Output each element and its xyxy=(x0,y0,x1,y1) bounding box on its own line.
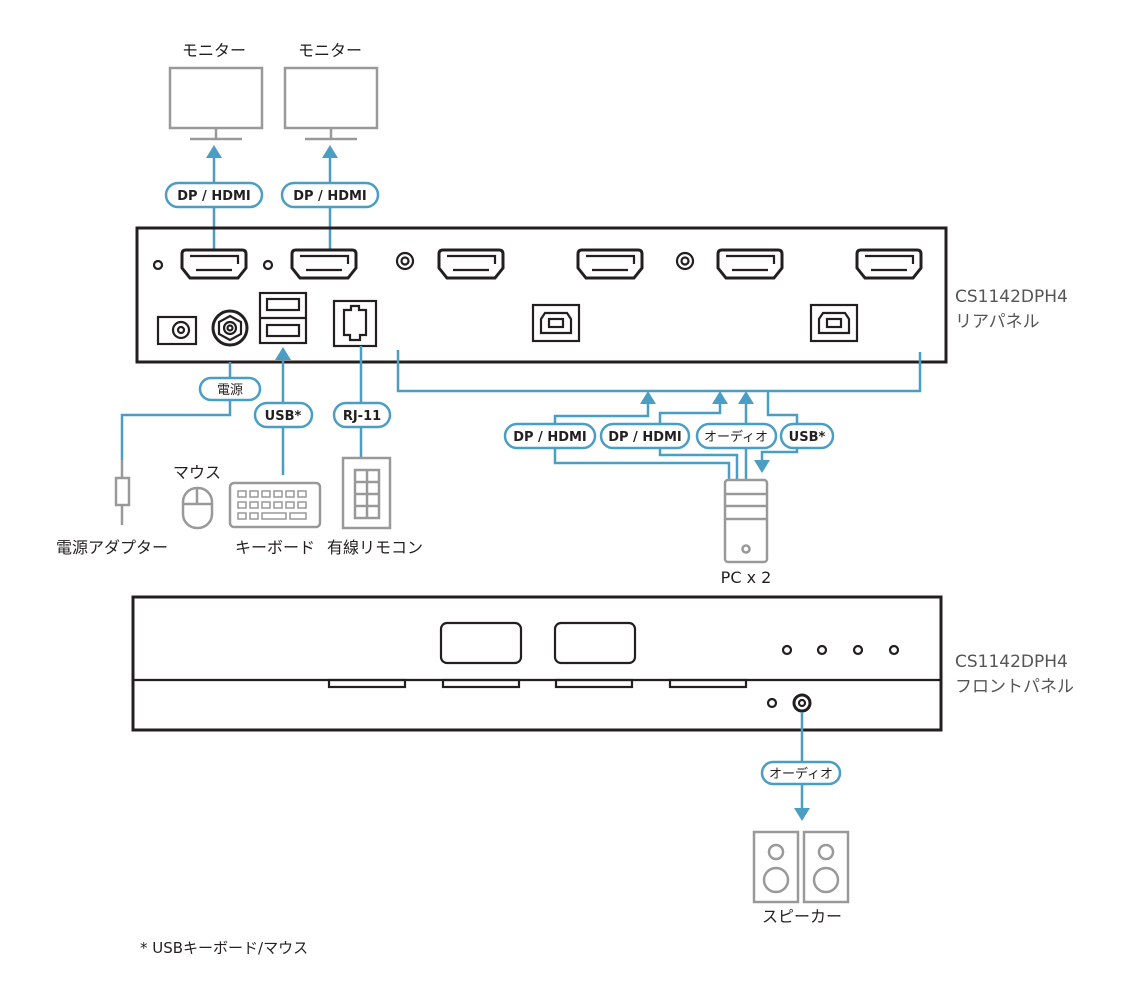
keyboard-label: キーボード xyxy=(235,538,315,557)
hdmi-port-icon xyxy=(437,248,505,280)
button-icon xyxy=(327,678,407,689)
speaker-connection: オーディオ xyxy=(760,712,842,821)
monitor-connection-1: DP / HDMI xyxy=(164,145,264,250)
monitor-1: モニター xyxy=(168,41,264,141)
pc-connections: DP / HDMI DP / HDMI オーディオ USB* xyxy=(396,350,922,480)
led-icon xyxy=(781,644,793,656)
monitor-label: モニター xyxy=(182,41,246,60)
led-icon xyxy=(888,644,900,656)
footnote: * USBキーボード/マウス xyxy=(140,939,308,957)
led-icon xyxy=(766,697,778,709)
audio-jack-icon xyxy=(395,251,415,271)
monitor-2: モニター xyxy=(283,41,379,141)
pc: PC x 2 xyxy=(721,478,772,587)
pill-label: DP / HDMI xyxy=(177,189,251,204)
rear-panel xyxy=(135,226,948,364)
power-connection: 電源 xyxy=(120,362,262,460)
led-icon xyxy=(262,259,274,271)
pill-label: オーディオ xyxy=(704,429,768,445)
pill-label: USB* xyxy=(789,430,826,445)
hdmi-port-icon xyxy=(576,248,644,280)
pill-label: オーディオ xyxy=(769,766,833,782)
led-icon xyxy=(152,259,164,271)
audio-jack-icon xyxy=(792,693,812,713)
speakers: スピーカー xyxy=(752,830,850,926)
led-icon xyxy=(816,644,828,656)
display-icon xyxy=(553,621,637,665)
dc-jack-icon xyxy=(156,315,198,346)
speaker-label: スピーカー xyxy=(762,907,842,926)
pill-label: DP / HDMI xyxy=(513,430,587,445)
arrow-up-icon xyxy=(322,145,338,158)
rj11-port-icon xyxy=(332,299,378,348)
arrow-up-icon xyxy=(712,391,728,404)
power-adapter-label: 電源アダプター xyxy=(56,538,168,557)
usb-a-ports-icon xyxy=(258,291,308,345)
display-icon xyxy=(439,621,523,665)
usb-b-port-icon xyxy=(809,303,859,343)
usb-b-port-icon xyxy=(531,303,581,343)
pill-label: RJ-11 xyxy=(343,409,381,424)
mouse: マウス xyxy=(173,463,221,530)
pill-label: USB* xyxy=(265,409,302,424)
mouse-label: マウス xyxy=(173,463,221,482)
hdmi-port-icon xyxy=(290,248,358,280)
monitor-connection-2: DP / HDMI xyxy=(280,145,380,250)
wired-remote: 有線リモコン xyxy=(327,456,423,557)
arrow-up-icon xyxy=(275,347,291,360)
keyboard: キーボード xyxy=(228,481,322,557)
hdmi-port-icon xyxy=(716,248,784,280)
pill-label: DP / HDMI xyxy=(608,430,682,445)
usb-connection: USB* xyxy=(253,347,314,475)
audio-jack-icon xyxy=(675,251,695,271)
hdmi-port-icon xyxy=(855,248,923,280)
pill-label: DP / HDMI xyxy=(293,189,367,204)
front-panel-name: フロントパネル xyxy=(955,677,1074,697)
arrow-up-icon xyxy=(738,391,754,404)
pill-label: 電源 xyxy=(217,383,243,398)
hdmi-port-icon xyxy=(180,248,248,280)
pc-label: PC x 2 xyxy=(721,568,772,587)
power-adapter: 電源アダプター xyxy=(56,460,168,557)
led-icon xyxy=(852,644,864,656)
remote-label: 有線リモコン xyxy=(327,538,423,557)
arrow-up-icon xyxy=(206,145,222,158)
power-jack-icon xyxy=(211,309,249,347)
front-panel-model: CS1142DPH4 xyxy=(955,652,1068,672)
button-icon xyxy=(668,678,748,689)
arrow-up-icon xyxy=(640,391,656,404)
arrow-down-icon xyxy=(754,460,770,473)
monitor-label: モニター xyxy=(298,41,362,60)
front-panel xyxy=(131,595,943,732)
button-icon xyxy=(441,678,521,689)
rear-panel-name: リアパネル xyxy=(955,312,1040,332)
rj11-connection: RJ-11 xyxy=(332,346,392,458)
button-icon xyxy=(554,678,634,689)
rear-panel-model: CS1142DPH4 xyxy=(955,287,1068,307)
arrow-down-icon xyxy=(794,808,810,821)
